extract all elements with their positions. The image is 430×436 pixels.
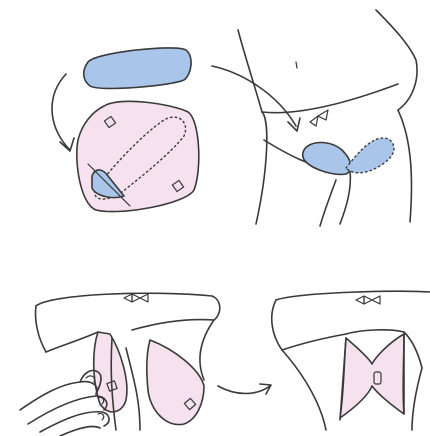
step-3-fold-panel [20,293,271,436]
step-4-finished-panel [272,291,430,430]
blue-pad-strip [84,48,191,89]
arrow-icon [212,66,296,126]
pad-wing-dotted [346,138,394,173]
curved-arrow-icon [52,74,70,150]
arrow-icon [218,386,270,394]
bow-icon [356,296,380,304]
bow-icon [310,110,328,126]
finished-pad-pink [340,334,404,418]
step-1-pad-panel [52,48,199,212]
bow-icon [124,294,148,302]
blue-pad-on-body [303,143,351,175]
step-2-body-panel [212,10,417,226]
right-wing-pink [147,340,204,425]
